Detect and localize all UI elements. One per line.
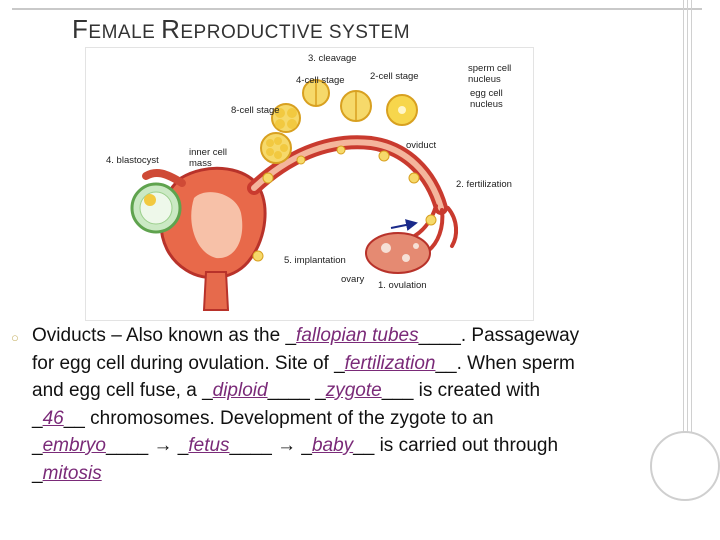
svg-text:4-cell stage: 4-cell stage [296, 75, 345, 86]
text-line: and egg cell fuse, a _diploid____ _zygot… [32, 380, 541, 401]
decor-line [687, 0, 688, 468]
svg-text:inner cell: inner cell [189, 147, 227, 158]
bullet-icon: ○ [11, 330, 19, 345]
text-line: _mitosis [32, 462, 102, 484]
text-line: Oviducts – Also known as the _fallopian … [32, 325, 580, 346]
svg-text:2. fertilization: 2. fertilization [456, 179, 512, 190]
svg-text:1. ovulation: 1. ovulation [378, 280, 427, 291]
top-rule [12, 8, 702, 10]
svg-text:oviduct: oviduct [406, 140, 436, 151]
svg-text:ovary: ovary [341, 274, 364, 285]
svg-text:4. blastocyst: 4. blastocyst [106, 155, 159, 166]
cervix [202, 271, 230, 311]
decor-line [683, 0, 684, 468]
svg-text:3. cleavage: 3. cleavage [308, 53, 357, 64]
left-tube [142, 168, 186, 187]
svg-text:5. implantation: 5. implantation [284, 255, 346, 266]
svg-text:egg cell: egg cell [470, 88, 503, 99]
body-text: Oviducts – Also known as the _fallopian … [32, 322, 692, 487]
ovary [365, 232, 431, 274]
svg-text:8-cell stage: 8-cell stage [231, 105, 280, 116]
decor-line [691, 0, 692, 468]
decor-circle [650, 431, 720, 501]
reproductive-diagram: 3. cleavage 4-cell stage 2-cell stage sp… [85, 47, 534, 321]
svg-text:nucleus: nucleus [470, 99, 503, 110]
egg-cell [425, 214, 437, 226]
svg-text:mass: mass [189, 158, 212, 169]
svg-text:2-cell stage: 2-cell stage [370, 71, 419, 82]
uterus-cavity [191, 192, 243, 259]
text-line: for egg cell during ovulation. Site of _… [32, 352, 575, 374]
svg-text:sperm cell: sperm cell [468, 63, 511, 74]
text-line: _46__ chromosomes. Development of the zy… [32, 407, 494, 429]
text-line: _embryo____ → _fetus____ → _baby__ is ca… [32, 435, 559, 456]
svg-text:nucleus: nucleus [468, 74, 501, 85]
slide-title: FEMALE REPRODUCTIVE SYSTEM [72, 14, 411, 44]
implanted-embryo [252, 250, 264, 262]
